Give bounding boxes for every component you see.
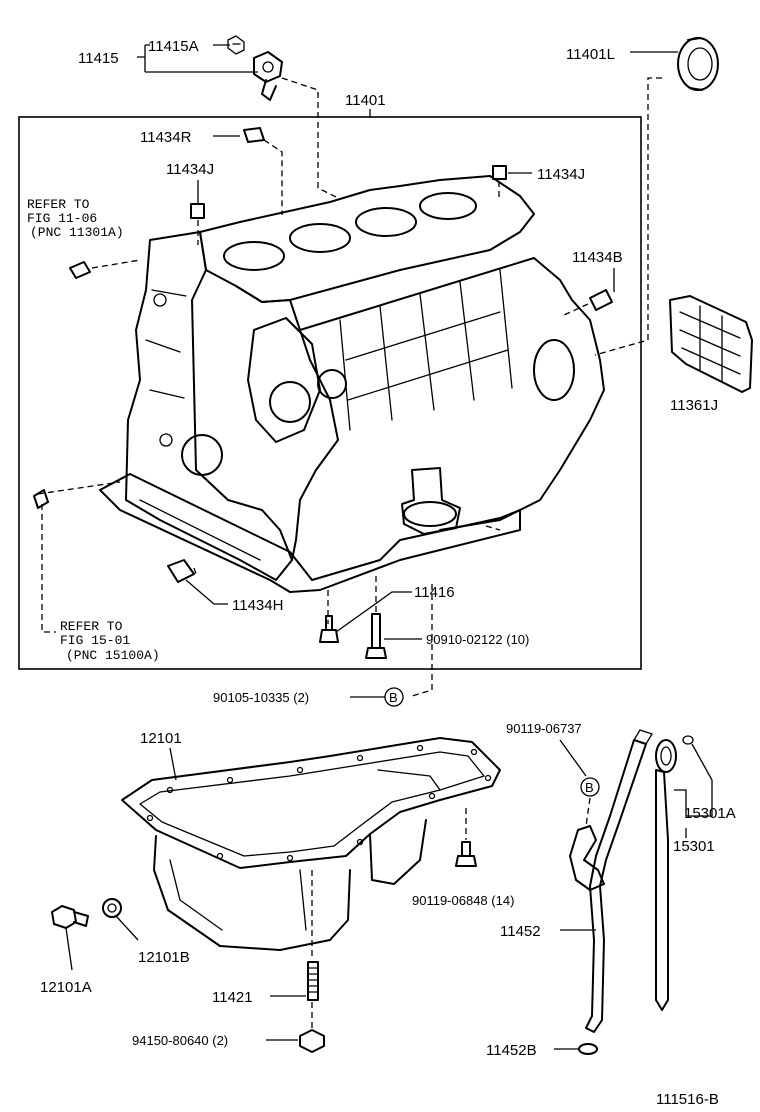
part-11361J-group: 11361J <box>669 295 753 414</box>
o-ring-11452B <box>578 1043 598 1055</box>
label-11452[interactable]: 11452 <box>500 923 541 940</box>
knock-sensor-part <box>227 35 245 55</box>
b-marker-2[interactable]: B <box>585 780 594 795</box>
label-11421[interactable]: 11421 <box>212 989 253 1006</box>
label-11434H[interactable]: 11434H <box>232 597 283 614</box>
label-11434J-left[interactable]: 11434J <box>166 161 214 178</box>
ref1-line2[interactable]: FIG 11-06 <box>27 211 97 226</box>
dowel-left-lower <box>33 489 49 509</box>
dowel-11434B <box>589 289 613 311</box>
nut-94150 <box>299 1029 325 1053</box>
oil-pan-part <box>121 737 501 951</box>
dash-b-marker-2 <box>585 797 591 827</box>
label-15301A[interactable]: 15301A <box>684 805 736 822</box>
label-90910[interactable]: 90910-02122 (10) <box>426 632 529 647</box>
dowel-pin-11434R <box>243 127 265 143</box>
b-marker-1[interactable]: B <box>389 690 398 705</box>
part-11434R-group: 11434R <box>140 127 283 215</box>
leader-90119-06737 <box>559 739 587 777</box>
dash-ref2 <box>41 504 56 633</box>
reference-fig-15-01: REFER TO FIG 15-01 (PNC 15100A) <box>60 619 160 663</box>
ref2-line1[interactable]: REFER TO <box>60 619 123 634</box>
bolt-90910 <box>365 613 387 659</box>
label-11434B[interactable]: 11434B <box>572 249 623 266</box>
part-11416-group: 11416 90910-02122 (10) <box>319 584 529 659</box>
label-12101[interactable]: 12101 <box>140 730 182 747</box>
dash-11434R <box>263 139 283 215</box>
part-11421-group: 11421 94150-80640 (2) <box>132 870 325 1053</box>
dash-11415-to-block <box>281 77 339 199</box>
part-11452B-group: 11452B <box>486 1042 598 1059</box>
dipstick-guide-11452-part <box>569 729 653 1033</box>
part-11434J-left-group: 11434J <box>166 161 214 245</box>
part-12101B-group: 12101B <box>102 898 190 966</box>
label-11415[interactable]: 11415 <box>78 50 119 67</box>
label-94150[interactable]: 94150-80640 (2) <box>132 1033 228 1048</box>
leader-15301A <box>674 743 713 817</box>
label-11361J[interactable]: 11361J <box>670 397 718 414</box>
label-15301[interactable]: 15301 <box>673 838 715 855</box>
dowel-11434J-left <box>190 203 205 219</box>
leader-11415 <box>137 44 258 73</box>
dash-11401L-to-block <box>594 77 662 356</box>
label-11434R[interactable]: 11434R <box>140 129 192 146</box>
block-assembly-frame <box>18 116 642 670</box>
bolt-11416 <box>319 615 339 643</box>
reference-fig-11-06: REFER TO FIG 11-06 (PNC 11301A) <box>27 197 141 279</box>
leader-12101 <box>169 747 177 781</box>
drain-gasket-12101B <box>102 898 122 918</box>
part-11434B-group: 11434B <box>561 249 623 317</box>
part-11434H-group: 11434H <box>167 559 283 614</box>
dash-ref1 <box>91 259 141 269</box>
b-marker-circle-1 <box>384 687 404 707</box>
ref1-pin <box>69 261 91 279</box>
rear-oil-seal-part <box>677 37 719 91</box>
ref2-line3[interactable]: (PNC 15100A) <box>66 648 160 663</box>
label-11401[interactable]: 11401 <box>345 92 386 109</box>
part-11401L-group: 11401L <box>566 37 719 356</box>
leader-12101A <box>65 927 73 971</box>
part-90105-group: 90105-10335 (2) B <box>213 687 404 707</box>
figure-id: 111516-B <box>656 1091 719 1108</box>
part-12101A-group: 12101A <box>40 905 92 996</box>
label-11415A[interactable]: 11415A <box>148 38 199 55</box>
label-90105[interactable]: 90105-10335 (2) <box>213 690 309 705</box>
dash-b-marker <box>411 584 433 697</box>
stud-11421 <box>307 961 319 1001</box>
cylinder-block-part <box>99 175 605 593</box>
oil-pressure-switch-part <box>253 51 283 101</box>
label-12101A[interactable]: 12101A <box>40 979 92 996</box>
b-marker-circle-2 <box>580 777 600 797</box>
ref1-line3[interactable]: (PNC 11301A) <box>30 225 124 240</box>
dowel-11434H <box>167 559 195 583</box>
baffle-plate-part <box>669 295 753 393</box>
label-11434J-right[interactable]: 11434J <box>537 166 585 183</box>
dash-11434H <box>193 567 197 575</box>
dash-right-bottom <box>485 525 501 531</box>
ref2-line2[interactable]: FIG 15-01 <box>60 633 130 648</box>
label-90119-06848[interactable]: 90119-06848 (14) <box>412 893 514 908</box>
part-90119-06737-group: 90119-06737 B <box>506 721 600 827</box>
dipstick-15301-part <box>655 739 677 1011</box>
label-11452B[interactable]: 11452B <box>486 1042 537 1059</box>
part-90119-06848-group: 90119-06848 (14) <box>412 808 514 908</box>
dowel-11434J-right <box>492 165 507 180</box>
leader-11416 <box>335 591 412 633</box>
ref1-line1[interactable]: REFER TO <box>27 197 90 212</box>
bolt-90119-06848 <box>455 841 477 867</box>
part-11434J-right-group: 11434J <box>492 165 585 200</box>
leader-12101B <box>115 915 139 941</box>
dash-left-pin-to-block <box>37 481 121 495</box>
o-ring-15301A <box>682 735 694 745</box>
label-11416[interactable]: 11416 <box>414 584 455 601</box>
label-11401L[interactable]: 11401L <box>566 46 615 63</box>
leader-11434H <box>185 579 228 605</box>
part-12101-group: 12101 <box>121 730 501 951</box>
label-12101B[interactable]: 12101B <box>138 949 190 966</box>
dash-11434B <box>561 303 589 317</box>
part-11415-group: 11415 11415A <box>78 35 339 199</box>
label-90119-06737[interactable]: 90119-06737 <box>506 721 582 736</box>
drain-plug-12101A <box>51 905 89 929</box>
